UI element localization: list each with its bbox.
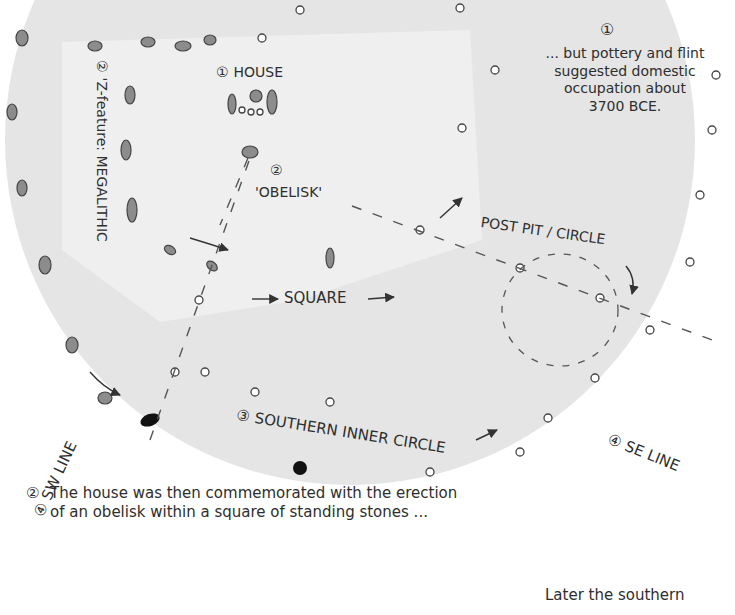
house-stone [228,94,236,114]
stone [326,248,334,268]
obelisk-stone [242,146,258,158]
post-pit-circle [502,254,618,366]
post-hole [458,124,466,132]
site-label: The house was then commemorated with the… [50,484,457,521]
post-hole [491,66,499,74]
callout-number: ② [270,162,283,178]
site-label: Later the southern [545,586,685,604]
label-group: The house was then commemorated with the… [50,484,470,522]
stone [88,41,102,51]
site-label: 'OBELISK' [255,184,322,200]
site-label: HOUSE [234,64,284,80]
callout-number: ② [26,484,39,502]
stone [163,244,177,257]
post-hole [195,296,203,304]
post-hole [258,34,266,42]
callout-number: ④ [605,430,624,452]
label-group: ... but pottery and flint suggested dome… [545,45,705,115]
house-stone [250,90,262,102]
site-label: SQUARE [284,289,346,307]
post-hole [646,326,654,334]
stone [139,411,162,429]
label-group: ① [600,20,614,40]
inner-shading [62,30,482,322]
house-stone [267,90,277,114]
se-alignment [352,206,712,340]
site-label: ... but pottery and flint suggested dome… [546,45,705,114]
site-label: SE LINE [622,437,682,475]
site-label: 'Z-feature: MEGALITHIC [94,78,110,242]
post-hole [516,448,524,456]
callout-number: ① [216,64,229,80]
label-group: ② [270,162,283,180]
post-hole [708,126,716,134]
post-hole [248,109,254,115]
post-hole [426,468,434,476]
post-hole [251,388,259,396]
pointer-arrow [626,266,633,294]
post-hole [686,258,694,266]
stone-group [7,30,334,404]
post-holes [171,4,720,476]
stone [293,461,307,475]
post-hole [456,4,464,12]
pointer-arrow [476,430,497,440]
callout-number: ② [94,60,110,73]
post-hole [591,374,599,382]
label-group: 'OBELISK' [255,184,322,202]
post-hole [257,109,263,115]
sw-alignment [150,158,250,440]
stone [39,256,51,274]
stone [141,37,155,47]
post-hole [201,368,209,376]
stone [66,337,78,353]
pointer-arrow [90,372,120,395]
stone [17,180,27,196]
callout-number: ③ [235,406,251,426]
stone [125,86,135,104]
stone [127,198,137,222]
post-hole [239,107,245,113]
pointer-arrows [90,198,633,440]
label-group: ① HOUSE [216,64,283,82]
stone [175,41,191,51]
stone [16,30,28,46]
label-group: ④SE LINE [605,430,682,476]
callout-number: ① [600,20,614,39]
stone [121,140,131,160]
post-hole [696,191,704,199]
alignments [150,158,712,440]
stone [204,35,216,45]
post-hole [326,398,334,406]
post-hole [296,6,304,14]
post-hole [712,71,720,79]
pointer-arrow [368,297,394,299]
callout-number: ④ [30,500,52,520]
stone [98,392,112,404]
label-group: ② 'Z-feature: MEGALITHIC [93,60,111,242]
pointer-arrow [252,298,278,299]
pointer-arrow [440,198,462,218]
obelisk-link [220,158,248,225]
stone [7,104,17,120]
label-group: Later the southern [545,586,685,605]
label-group: ② [26,484,39,503]
post-hole [544,414,552,422]
pointer-arrow [190,238,228,250]
label-group: SQUARE [284,289,346,308]
